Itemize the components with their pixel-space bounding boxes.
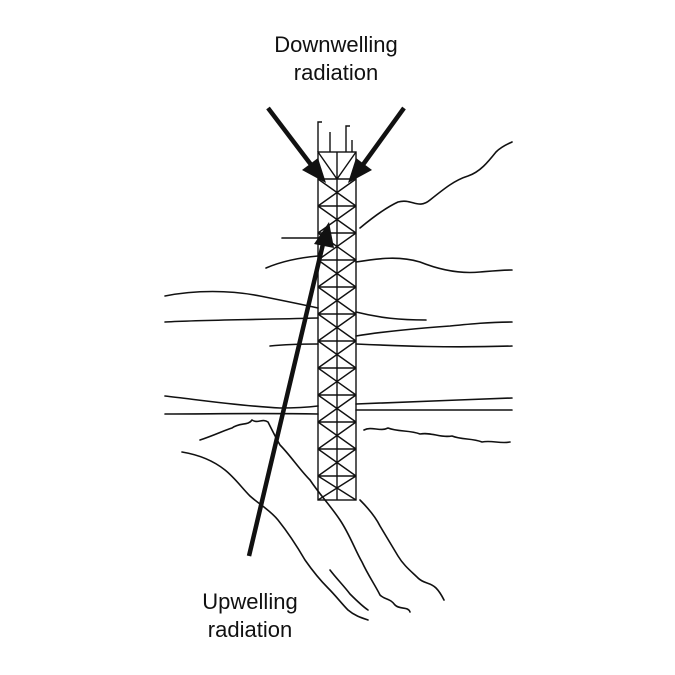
downwelling-label-line2: radiation [293, 60, 379, 85]
downwelling-label-line1: Downwelling [274, 32, 398, 57]
upwelling-arrow [246, 222, 334, 557]
downwelling-arrows [266, 106, 406, 183]
upwelling-label-line2: radiation [207, 617, 293, 642]
upwelling-label: Upwelling radiation [150, 588, 350, 644]
lattice-tower [317, 121, 357, 501]
upwelling-label-line1: Upwelling [202, 589, 298, 614]
forest-canopy [181, 419, 511, 621]
downwelling-label: Downwelling radiation [236, 31, 436, 87]
atmosphere-layers [164, 141, 513, 415]
